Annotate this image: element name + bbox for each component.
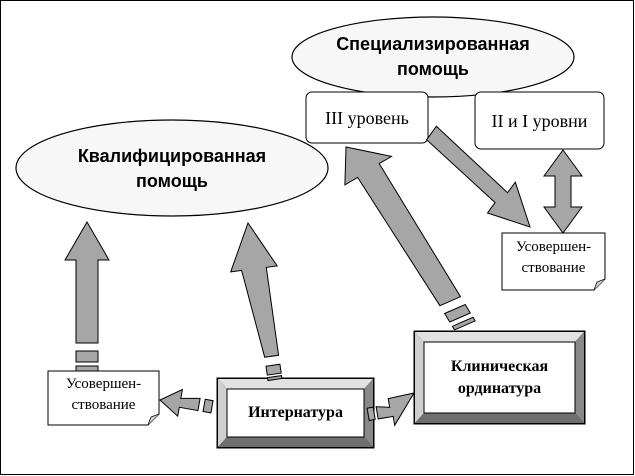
levels-2-1-label: II и I уровни (491, 110, 588, 131)
arrow-internship-to-improvement-dash (202, 398, 214, 414)
arrow-internship-to-improvement (159, 388, 201, 418)
frame-residency (413, 330, 586, 425)
doc-improvement-right-fold (593, 278, 606, 291)
arrow-level3-to-improvement (425, 125, 531, 228)
box-level21 (474, 91, 605, 150)
doc-improvement-left-fold (147, 413, 160, 426)
arrow-improvement-to-qualified-dash-2 (75, 365, 99, 372)
arrow-internship-to-qualified-dash-1 (265, 363, 282, 376)
arrow-residency-to-level3-dash-1 (443, 303, 472, 323)
level-3-label: III уровень (325, 107, 409, 128)
oval-qualified (15, 119, 329, 217)
arrow-improvement-to-qualified (64, 221, 110, 344)
arrow-internship-to-qualified (229, 221, 280, 358)
arrow-internship-to-residency (375, 392, 416, 427)
arrow-internship-to-qualified-dash-2 (267, 375, 283, 382)
box-level3 (305, 91, 429, 144)
arrow-improvement-to-qualified-dash-1 (75, 350, 99, 363)
improvement-right-label: Усовершен- ствование (515, 239, 592, 276)
qualified-care-label: Квалифицированная помощь (77, 146, 267, 191)
specialized-care-label: Специализированная помощь (336, 34, 530, 79)
residency-label: Клиническая ординатура (450, 357, 549, 397)
arrow-residency-to-level3-dash-2 (451, 316, 476, 331)
improvement-left-label: Усовершен- ствование (65, 376, 142, 413)
arrow-levels-to-improvement-double (543, 149, 583, 234)
oval-specialized (291, 16, 575, 98)
internship-label: Интернатура (248, 404, 343, 421)
arrow-internship-to-residency-dash (366, 406, 376, 422)
arrow-residency-to-level3 (344, 146, 462, 307)
